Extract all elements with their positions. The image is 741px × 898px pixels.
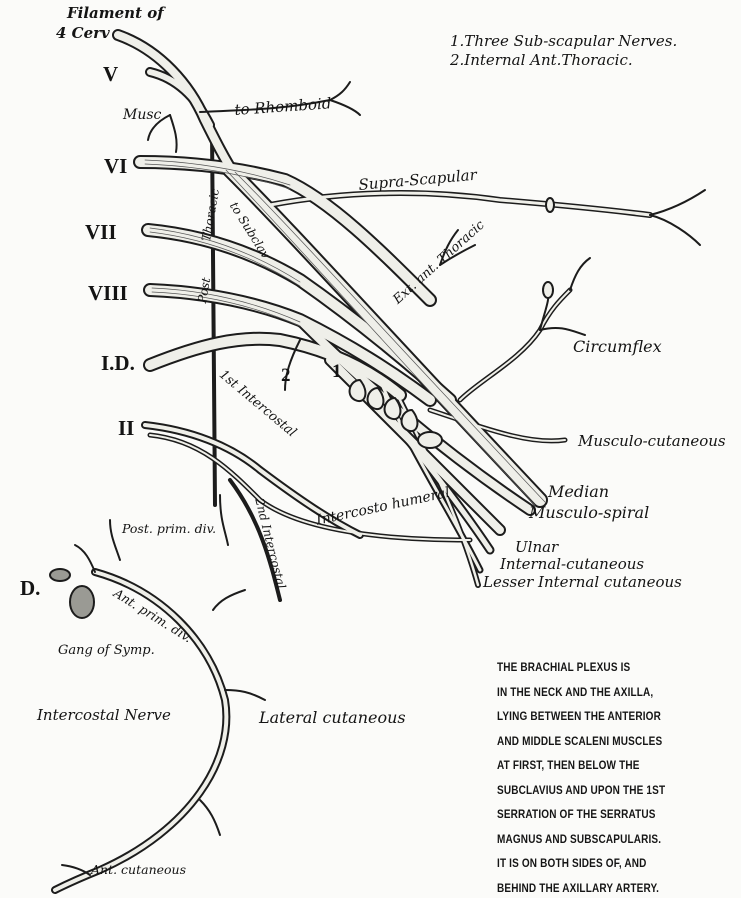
marker-1: 1 (332, 362, 342, 381)
label-musculo-cutaneous: Musculo-cutaneous (578, 434, 726, 449)
root-label-viii: VIII (88, 283, 128, 304)
label-median: Median (548, 484, 609, 500)
legend-item-2: 2.Internal Ant.Thoracic. (450, 53, 633, 68)
caption-text: THE BRACHIAL PLEXUS IS IN THE NECK AND T… (497, 655, 694, 898)
root-label-vii: VII (85, 222, 117, 243)
label-ant-cutaneous: Ant. cutaneous (91, 864, 186, 877)
label-gang-of-symp: Gang of Symp. (58, 644, 155, 657)
label-lesser-internal-cutaneous: Lesser Internal cutaneous (483, 575, 682, 590)
caption-line: BEHIND THE AXILLARY ARTERY. (497, 876, 694, 898)
root-label-d: D. (20, 578, 40, 599)
label-musc: Musc (123, 108, 161, 122)
caption-line: AND MIDDLE SCALENI MUSCLES (497, 729, 694, 754)
marker-2: 2 (281, 366, 291, 385)
caption-line: IN THE NECK AND THE AXILLA, (497, 680, 694, 705)
caption-line: MAGNUS AND SUBSCAPULARIS. (497, 827, 694, 852)
caption-line: SUBCLAVIUS AND UPON THE 1ST (497, 778, 694, 803)
filament-label-line1: Filament of (67, 6, 164, 21)
label-internal-cutaneous: Internal-cutaneous (500, 557, 644, 572)
caption-line: LYING BETWEEN THE ANTERIOR (497, 704, 694, 729)
label-circumflex: Circumflex (573, 339, 662, 355)
filament-label-line2: 4 Cerv (56, 26, 110, 41)
caption-line: SERRATION OF THE SERRATUS (497, 802, 694, 827)
label-lateral-cutaneous: Lateral cutaneous (259, 710, 406, 726)
root-label-ii: II (118, 418, 134, 439)
root-label-id: I.D. (101, 353, 135, 374)
legend-item-1: 1.Three Sub-scapular Nerves. (450, 34, 677, 49)
caption-line: AT FIRST, THEN BELOW THE (497, 753, 694, 778)
label-musculo-spiral: Musculo-spiral (529, 505, 649, 521)
caption-line: THE BRACHIAL PLEXUS IS (497, 655, 694, 680)
label-intercostal-nerve: Intercostal Nerve (37, 708, 171, 723)
sympathetic-ganglion (50, 198, 554, 618)
label-post-prim-div: Post. prim. div. (122, 523, 216, 536)
caption-line: IT IS ON BOTH SIDES OF, AND (497, 851, 694, 876)
root-label-vi: VI (104, 156, 127, 177)
label-ulnar: Ulnar (515, 540, 558, 555)
root-label-v: V (103, 64, 118, 85)
